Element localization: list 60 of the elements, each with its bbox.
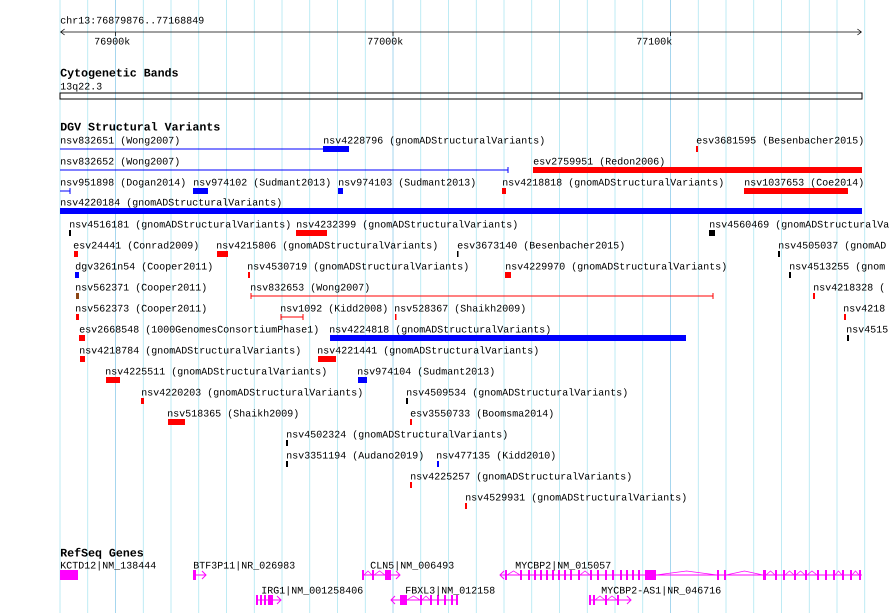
variant-label: nsv4515 [847, 326, 888, 333]
gene-label: MYCBP2-AS1|NR_046716 [602, 586, 721, 596]
tick-label: 76900k [94, 37, 130, 45]
variant-label: esv3673140 (Besenbacher2015) [458, 241, 624, 251]
variant-label: esv2759951 (Redon2006) [534, 157, 664, 167]
variant-label: nsv477135 (Kidd2010) [437, 451, 555, 461]
track-title: RefSeq Genes [61, 548, 144, 559]
variant-label: nsv4218818 (gnomADStructuralVariants) [503, 178, 723, 188]
variant-label: nsv4560469 (gnomADStructuralVa [710, 220, 889, 230]
variant-label: nsv1037653 (Coe2014) [745, 178, 863, 188]
variant-label: nsv832653 (Wong2007) [251, 283, 369, 293]
track-title: DGV Structural Variants [60, 122, 220, 131]
variant-label: nsv4530719 (gnomADStructuralVariants) [248, 262, 468, 272]
variant-label: esv24441 (Conrad2009) [74, 241, 198, 251]
variant-label: nsv4224818 (gnomADStructuralVariants) [330, 325, 550, 335]
variant-label: nsv4215806 (gnomADStructuralVariants) [217, 241, 437, 251]
variant-label: nsv4516181 (gnomADStructuralVariants) [70, 220, 290, 230]
variant-label: nsv562371 (Cooper2011) [76, 283, 206, 293]
tick-label: 77100k [636, 37, 672, 45]
track-title: Cytogenetic Bands [60, 68, 178, 79]
variant-label: nsv562373 (Cooper2011) [76, 304, 206, 314]
gene-label: MYCBP2|NM_015057 [516, 561, 610, 571]
variant-label: nsv4220203 (gnomADStructuralVariants) [142, 388, 362, 398]
gene-label: FBXL3|NM_012158 [406, 586, 495, 596]
variant-label: nsv4225511 (gnomADStructuralVariants) [106, 367, 326, 377]
tick-label: 77000k [368, 37, 403, 45]
gene-label: CLN5|NM_006493 [370, 561, 454, 571]
coordinate-range: chr13:76879876..77168849 [60, 16, 204, 24]
variant-label: nsv4505037 (gnomAD [779, 241, 886, 251]
variant-label: nsv4218328 ( [814, 283, 884, 293]
variant-label: nsv4218 [844, 304, 885, 312]
variant-label: nsv974104 (Sudmant2013) [358, 367, 494, 377]
band-label: 13q22.3 [60, 82, 102, 92]
variant-label: dgv3261n54 (Cooper2011) [76, 262, 212, 272]
variant-label: nsv4229970 (gnomADStructuralVariants) [506, 262, 726, 272]
variant-label: nsv4513255 (gnom [790, 262, 885, 272]
gene-label: KCTD12|NM_138444 [61, 561, 156, 571]
variant-label: nsv4220184 (gnomADStructuralVariants) [61, 198, 281, 208]
gene-label: IRG1|NM_001258406 [262, 586, 363, 596]
variant-label: nsv3351194 (Audano2019) [287, 451, 423, 461]
variant-label: nsv974102 (Sudmant2013) [194, 178, 330, 188]
variant-label: nsv4225257 (gnomADStructuralVariants) [411, 472, 631, 482]
variant-label: nsv951898 (Dogan2014) [61, 178, 185, 188]
variant-label: nsv974103 (Sudmant2013) [339, 178, 475, 188]
variant-label: nsv1092 (Kidd2008) [281, 304, 387, 314]
variant-label: nsv4232399 (gnomADStructuralVariants) [297, 220, 517, 230]
variant-label: esv2668548 (1000GenomesConsortiumPhase1) [80, 325, 318, 335]
variant-label: nsv832652 (Wong2007) [61, 157, 179, 167]
gene-label: BTF3P11|NR_026983 [194, 561, 295, 571]
variant-label: nsv832651 (Wong2007) [61, 136, 179, 146]
variant-label: nsv518365 (Shaikh2009) [168, 409, 298, 419]
variant-label: esv3550733 (Boomsma2014) [410, 409, 553, 419]
variant-label: nsv4218784 (gnomADStructuralVariants) [80, 346, 300, 356]
variant-label: esv3681595 (Besenbacher2015) [696, 136, 863, 146]
variant-label: nsv528367 (Shaikh2009) [395, 304, 525, 314]
variant-label: nsv4228796 (gnomADStructuralVariants) [324, 136, 544, 146]
variant-label: nsv4509534 (gnomADStructuralVariants) [407, 388, 627, 398]
variant-label: nsv4502324 (gnomADStructuralVariants) [287, 430, 507, 440]
variant-label: nsv4529931 (gnomADStructuralVariants) [466, 493, 686, 503]
variant-label: nsv4221441 (gnomADStructuralVariants) [318, 346, 538, 356]
